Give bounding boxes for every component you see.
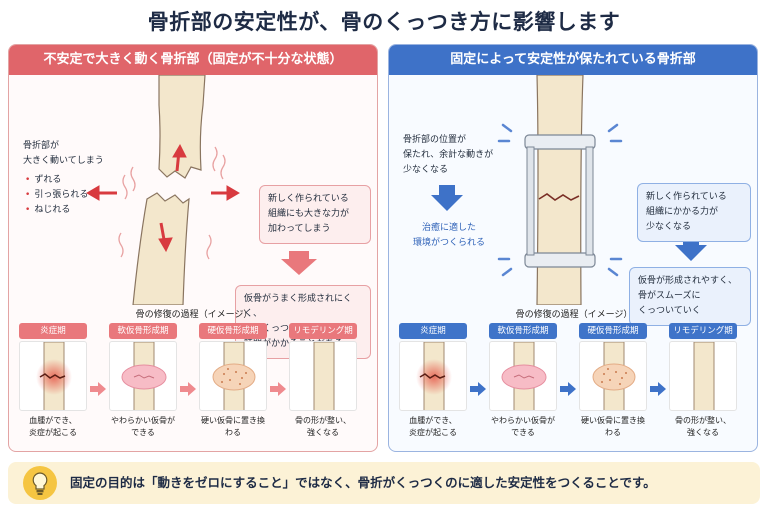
healing-environment-note: 治癒に適した 環境がつくられる [412, 223, 485, 248]
stage-label: 炎症期 [19, 323, 87, 339]
stage-caption: 血腫ができ、炎症が起こる [29, 416, 77, 437]
list-item: •ずれる [25, 175, 62, 185]
process-title: 骨の修復の過程（イメージ） [135, 310, 253, 320]
stable-scene: 骨折部の位置が 保たれ、余計な動きが 少なくなる 治癒に適した 環境がつくられる [389, 75, 757, 326]
stage-caption: 骨の形が整い、強くなる [295, 416, 351, 437]
stage-illustration [579, 341, 647, 411]
stage-caption: 骨の形が整い、強くなる [675, 416, 731, 437]
process-stage: 軟仮骨形成期やわらかい仮骨ができる [489, 323, 557, 439]
unstable-force-bubble: 新しく作られている 組織にも大きな力が 加わってしまう [259, 185, 371, 244]
page-title: 骨折部の安定性が、骨のくっつき方に影響します [147, 10, 621, 34]
stage-illustration [19, 341, 87, 411]
stage-caption: 硬い仮骨に置き換わる [201, 416, 265, 437]
stable-panel: 固定によって安定性が保たれている骨折部 骨折部の位置が 保たれ、余計な動きが 少… [388, 44, 758, 452]
stage-label: 炎症期 [399, 323, 467, 339]
process-stage: 炎症期血腫ができ、炎症が起こる [19, 323, 87, 439]
fixed-bone-illustration [431, 75, 707, 305]
summary-banner: 固定の目的は「動きをゼロにすること」ではなく、骨折がくっつくのに適した安定性をつ… [8, 462, 760, 504]
unstable-lead: 骨折部が 大きく動いてしまう [23, 141, 104, 166]
summary-text: 固定の目的は「動きをゼロにすること」ではなく、骨折がくっつくのに適した安定性をつ… [70, 475, 656, 490]
stage-caption: 血腫ができ、炎症が起こる [409, 416, 457, 437]
stable-outcome-bubble: 仮骨が形成されやすく、 骨がスムーズに くっついていく [629, 267, 751, 326]
stage-arrow-icon [470, 381, 486, 397]
process-stage: 炎症期血腫ができ、炎症が起こる [399, 323, 467, 439]
stable-force-bubble: 新しく作られている 組織にかかる力が 少なくなる [637, 183, 751, 242]
stage-label: 硬仮骨形成期 [199, 323, 267, 339]
stage-label: リモデリング期 [289, 323, 357, 339]
process-stage: 軟仮骨形成期やわらかい仮骨ができる [109, 323, 177, 439]
process-stage: 硬仮骨形成期硬い仮骨に置き換わる [199, 323, 267, 439]
stage-caption: やわらかい仮骨ができる [111, 416, 175, 437]
stage-arrow-icon [560, 381, 576, 397]
unstable-panel: 不安定で大きく動く骨折部（固定が不十分な状態） 骨折部が 大きく動いてしまう •… [8, 44, 378, 452]
stage-label: 硬仮骨形成期 [579, 323, 647, 339]
process-stage: リモデリング期骨の形が整い、強くなる [669, 323, 737, 439]
stage-label: 軟仮骨形成期 [489, 323, 557, 339]
stage-illustration [399, 341, 467, 411]
process-title: 骨の修復の過程（イメージ） [515, 310, 633, 320]
lightbulb-icon [23, 466, 57, 500]
stage-illustration [199, 341, 267, 411]
process-stage: リモデリング期骨の形が整い、強くなる [289, 323, 357, 439]
stage-caption: 硬い仮骨に置き換わる [581, 416, 645, 437]
movement-list: •ずれる •引っ張られる •ねじれる [25, 173, 88, 218]
unstable-panel-header: 不安定で大きく動く骨折部（固定が不十分な状態） [9, 45, 377, 75]
stage-illustration [489, 341, 557, 411]
stage-arrow-icon [650, 381, 666, 397]
broken-bone-illustration [86, 75, 317, 305]
stage-label: リモデリング期 [669, 323, 737, 339]
stable-lead: 骨折部の位置が 保たれ、余計な動きが 少なくなる [403, 135, 494, 175]
stage-caption: やわらかい仮骨ができる [491, 416, 555, 437]
stage-label: 軟仮骨形成期 [109, 323, 177, 339]
stage-arrow-icon [180, 381, 196, 397]
list-item: •引っ張られる [25, 190, 89, 200]
unstable-scene: 骨折部が 大きく動いてしまう •ずれる •引っ張られる •ねじれる [9, 75, 377, 359]
stage-arrow-icon [90, 381, 106, 397]
process-stage: 硬仮骨形成期硬い仮骨に置き換わる [579, 323, 647, 439]
stage-illustration [669, 341, 737, 411]
stage-arrow-icon [270, 381, 286, 397]
stable-panel-header: 固定によって安定性が保たれている骨折部 [389, 45, 757, 75]
stage-illustration [109, 341, 177, 411]
stage-illustration [289, 341, 357, 411]
list-item: •ねじれる [25, 205, 71, 215]
